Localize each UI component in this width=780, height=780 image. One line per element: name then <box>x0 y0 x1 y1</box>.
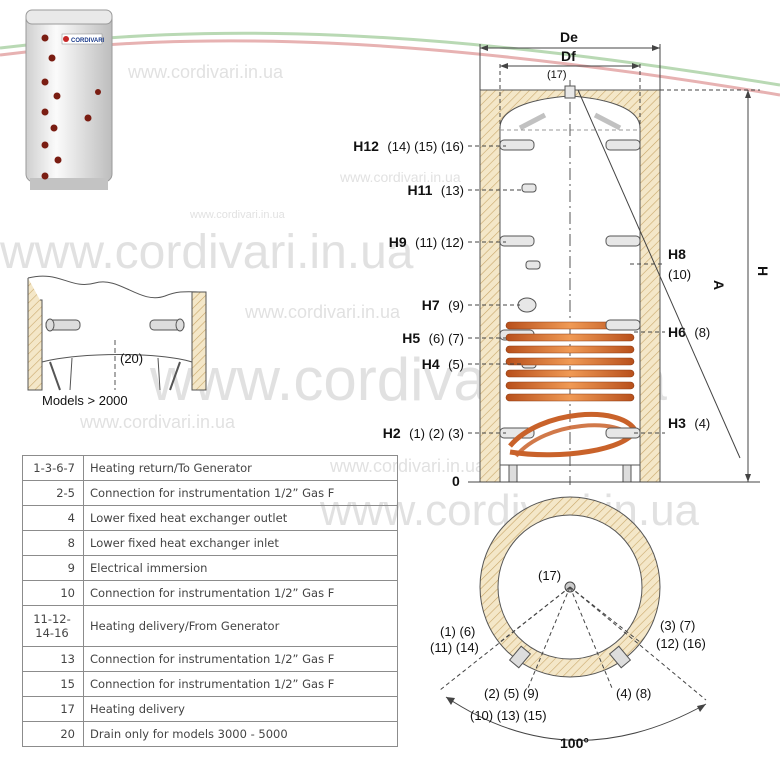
upper-coil <box>505 321 635 402</box>
table-row: 17 Heating delivery <box>22 696 398 722</box>
legend-desc: Connection for instrumentation 1/2” Gas … <box>83 671 398 697</box>
plan-bottom-left-lower: (10) (13) (15) <box>470 708 547 723</box>
legend-desc: Connection for instrumentation 1/2” Gas … <box>83 580 398 606</box>
connections-legend-table: 1-3-6-7 Heating return/To Generator 2-5 … <box>22 455 398 747</box>
conn-code: H5 <box>402 330 420 346</box>
legend-code: 17 <box>22 696 84 722</box>
legend-desc: Connection for instrumentation 1/2” Gas … <box>83 646 398 672</box>
plan-center: (17) <box>538 568 561 583</box>
dim-top-conn: (17) <box>547 69 567 81</box>
svg-text:H6 (8): H6 (8) <box>668 324 710 341</box>
svg-text:H4 (5): H4 (5) <box>422 356 464 373</box>
plan-angle: 100° <box>560 735 589 751</box>
legend-desc: Lower fixed heat exchanger outlet <box>83 505 398 531</box>
table-row: 10 Connection for instrumentation 1/2” G… <box>22 580 398 606</box>
table-row: 15 Connection for instrumentation 1/2” G… <box>22 671 398 697</box>
conn-code: H12 <box>353 138 379 154</box>
table-row: 8 Lower fixed heat exchanger inlet <box>22 530 398 556</box>
svg-text:H3 (4): H3 (4) <box>668 415 710 432</box>
detail-drain-label: (20) <box>120 351 143 366</box>
svg-text:H12 (14) (15) (16): H12 (14) (15) (16) <box>353 138 464 155</box>
plan-bottom-left-upper: (2) (5) (9) <box>484 686 539 701</box>
legend-code: 1-3-6-7 <box>22 455 84 481</box>
legend-code: 9 <box>22 555 84 581</box>
conn-code: H7 <box>422 297 440 313</box>
table-row: 1-3-6-7 Heating return/To Generator <box>22 455 398 481</box>
dim-df: Df <box>561 48 576 64</box>
watermark: www.cordivari.in.ua <box>244 302 401 322</box>
conn-refs: (4) <box>694 416 710 431</box>
conn-refs: (11) (12) <box>415 235 464 250</box>
table-row: 20 Drain only for models 3000 - 5000 <box>22 721 398 747</box>
legend-code: 11-12-14-16 <box>22 605 84 647</box>
conn-refs: (8) <box>694 325 710 340</box>
legend-desc: Connection for instrumentation 1/2” Gas … <box>83 480 398 506</box>
legend-desc: Drain only for models 3000 - 5000 <box>83 721 398 747</box>
watermark: www.cordivari.in.ua <box>127 62 284 82</box>
legend-desc: Heating delivery/From Generator <box>83 605 398 647</box>
table-row: 4 Lower fixed heat exchanger outlet <box>22 505 398 531</box>
plan-view <box>439 496 707 741</box>
table-row: 9 Electrical immersion <box>22 555 398 581</box>
plan-left-lower: (11) (14) <box>430 640 479 655</box>
plan-right-upper: (3) (7) <box>660 618 695 633</box>
legend-code: 4 <box>22 505 84 531</box>
detail-caption: Models > 2000 <box>42 393 128 408</box>
brand-logo-icon <box>63 36 69 42</box>
svg-text:H7 (9): H7 (9) <box>422 297 464 314</box>
watermark: www.cordivari.in.ua <box>79 412 236 432</box>
table-row: 2-5 Connection for instrumentation 1/2” … <box>22 480 398 506</box>
legend-code: 13 <box>22 646 84 672</box>
legend-code: 10 <box>22 580 84 606</box>
legend-code: 15 <box>22 671 84 697</box>
conn-refs: (13) <box>441 183 464 198</box>
table-row: 11-12-14-16 Heating delivery/From Genera… <box>22 605 398 647</box>
connection-labels-left: H12 (14) (15) (16) H11 (13) H9 (11) (12)… <box>353 138 465 442</box>
conn-code: H2 <box>383 425 401 441</box>
legend-desc: Heating return/To Generator <box>83 455 398 481</box>
table-row: 13 Connection for instrumentation 1/2” G… <box>22 646 398 672</box>
conn-refs: (9) <box>448 298 464 313</box>
legend-code: 20 <box>22 721 84 747</box>
legend-desc: Electrical immersion <box>83 555 398 581</box>
legend-desc: Heating delivery <box>83 696 398 722</box>
watermark: www.cordivari.in.ua <box>339 169 461 185</box>
dim-h: H <box>755 266 771 276</box>
tank-section <box>479 80 661 485</box>
legend-code: 2-5 <box>22 480 84 506</box>
svg-text:H11 (13): H11 (13) <box>408 182 465 199</box>
brand-logo: CORDIVARI <box>71 38 105 44</box>
conn-refs: (6) (7) <box>429 331 464 346</box>
conn-refs: (5) <box>448 357 464 372</box>
conn-code: H4 <box>422 356 440 372</box>
conn-refs: (14) (15) (16) <box>387 139 464 154</box>
plan-left-upper: (1) (6) <box>440 624 475 639</box>
legend-desc: Lower fixed heat exchanger inlet <box>83 530 398 556</box>
conn-code: H3 <box>668 415 686 431</box>
conn-code: H9 <box>389 234 407 250</box>
conn-code: H6 <box>668 324 686 340</box>
product-photo: CORDIVARI <box>25 9 113 190</box>
watermark: www.cordivari.in.ua <box>189 209 286 221</box>
watermark: www.cordivari.in.ua <box>0 226 414 279</box>
detail-drawing: (20) Models > 2000 <box>27 275 207 408</box>
dim-zero: 0 <box>452 473 460 489</box>
connection-labels-right: H8 (10) H6 (8) H3 (4) <box>668 246 710 432</box>
dim-de: De <box>560 29 578 45</box>
plan-right-lower: (12) (16) <box>656 636 706 651</box>
conn-refs: (10) <box>668 267 691 282</box>
svg-text:H2 (1) (2) (3): H2 (1) (2) (3) <box>383 425 464 442</box>
conn-code: H11 <box>408 182 433 198</box>
conn-code: H8 <box>668 246 686 262</box>
conn-refs: (1) (2) (3) <box>409 426 464 441</box>
plan-bottom-right: (4) (8) <box>616 686 651 701</box>
svg-text:H5 (6) (7): H5 (6) (7) <box>402 330 464 347</box>
dim-a: A <box>711 280 727 290</box>
dimensions <box>468 44 760 483</box>
legend-code: 8 <box>22 530 84 556</box>
svg-text:H9 (11) (12): H9 (11) (12) <box>389 234 464 251</box>
